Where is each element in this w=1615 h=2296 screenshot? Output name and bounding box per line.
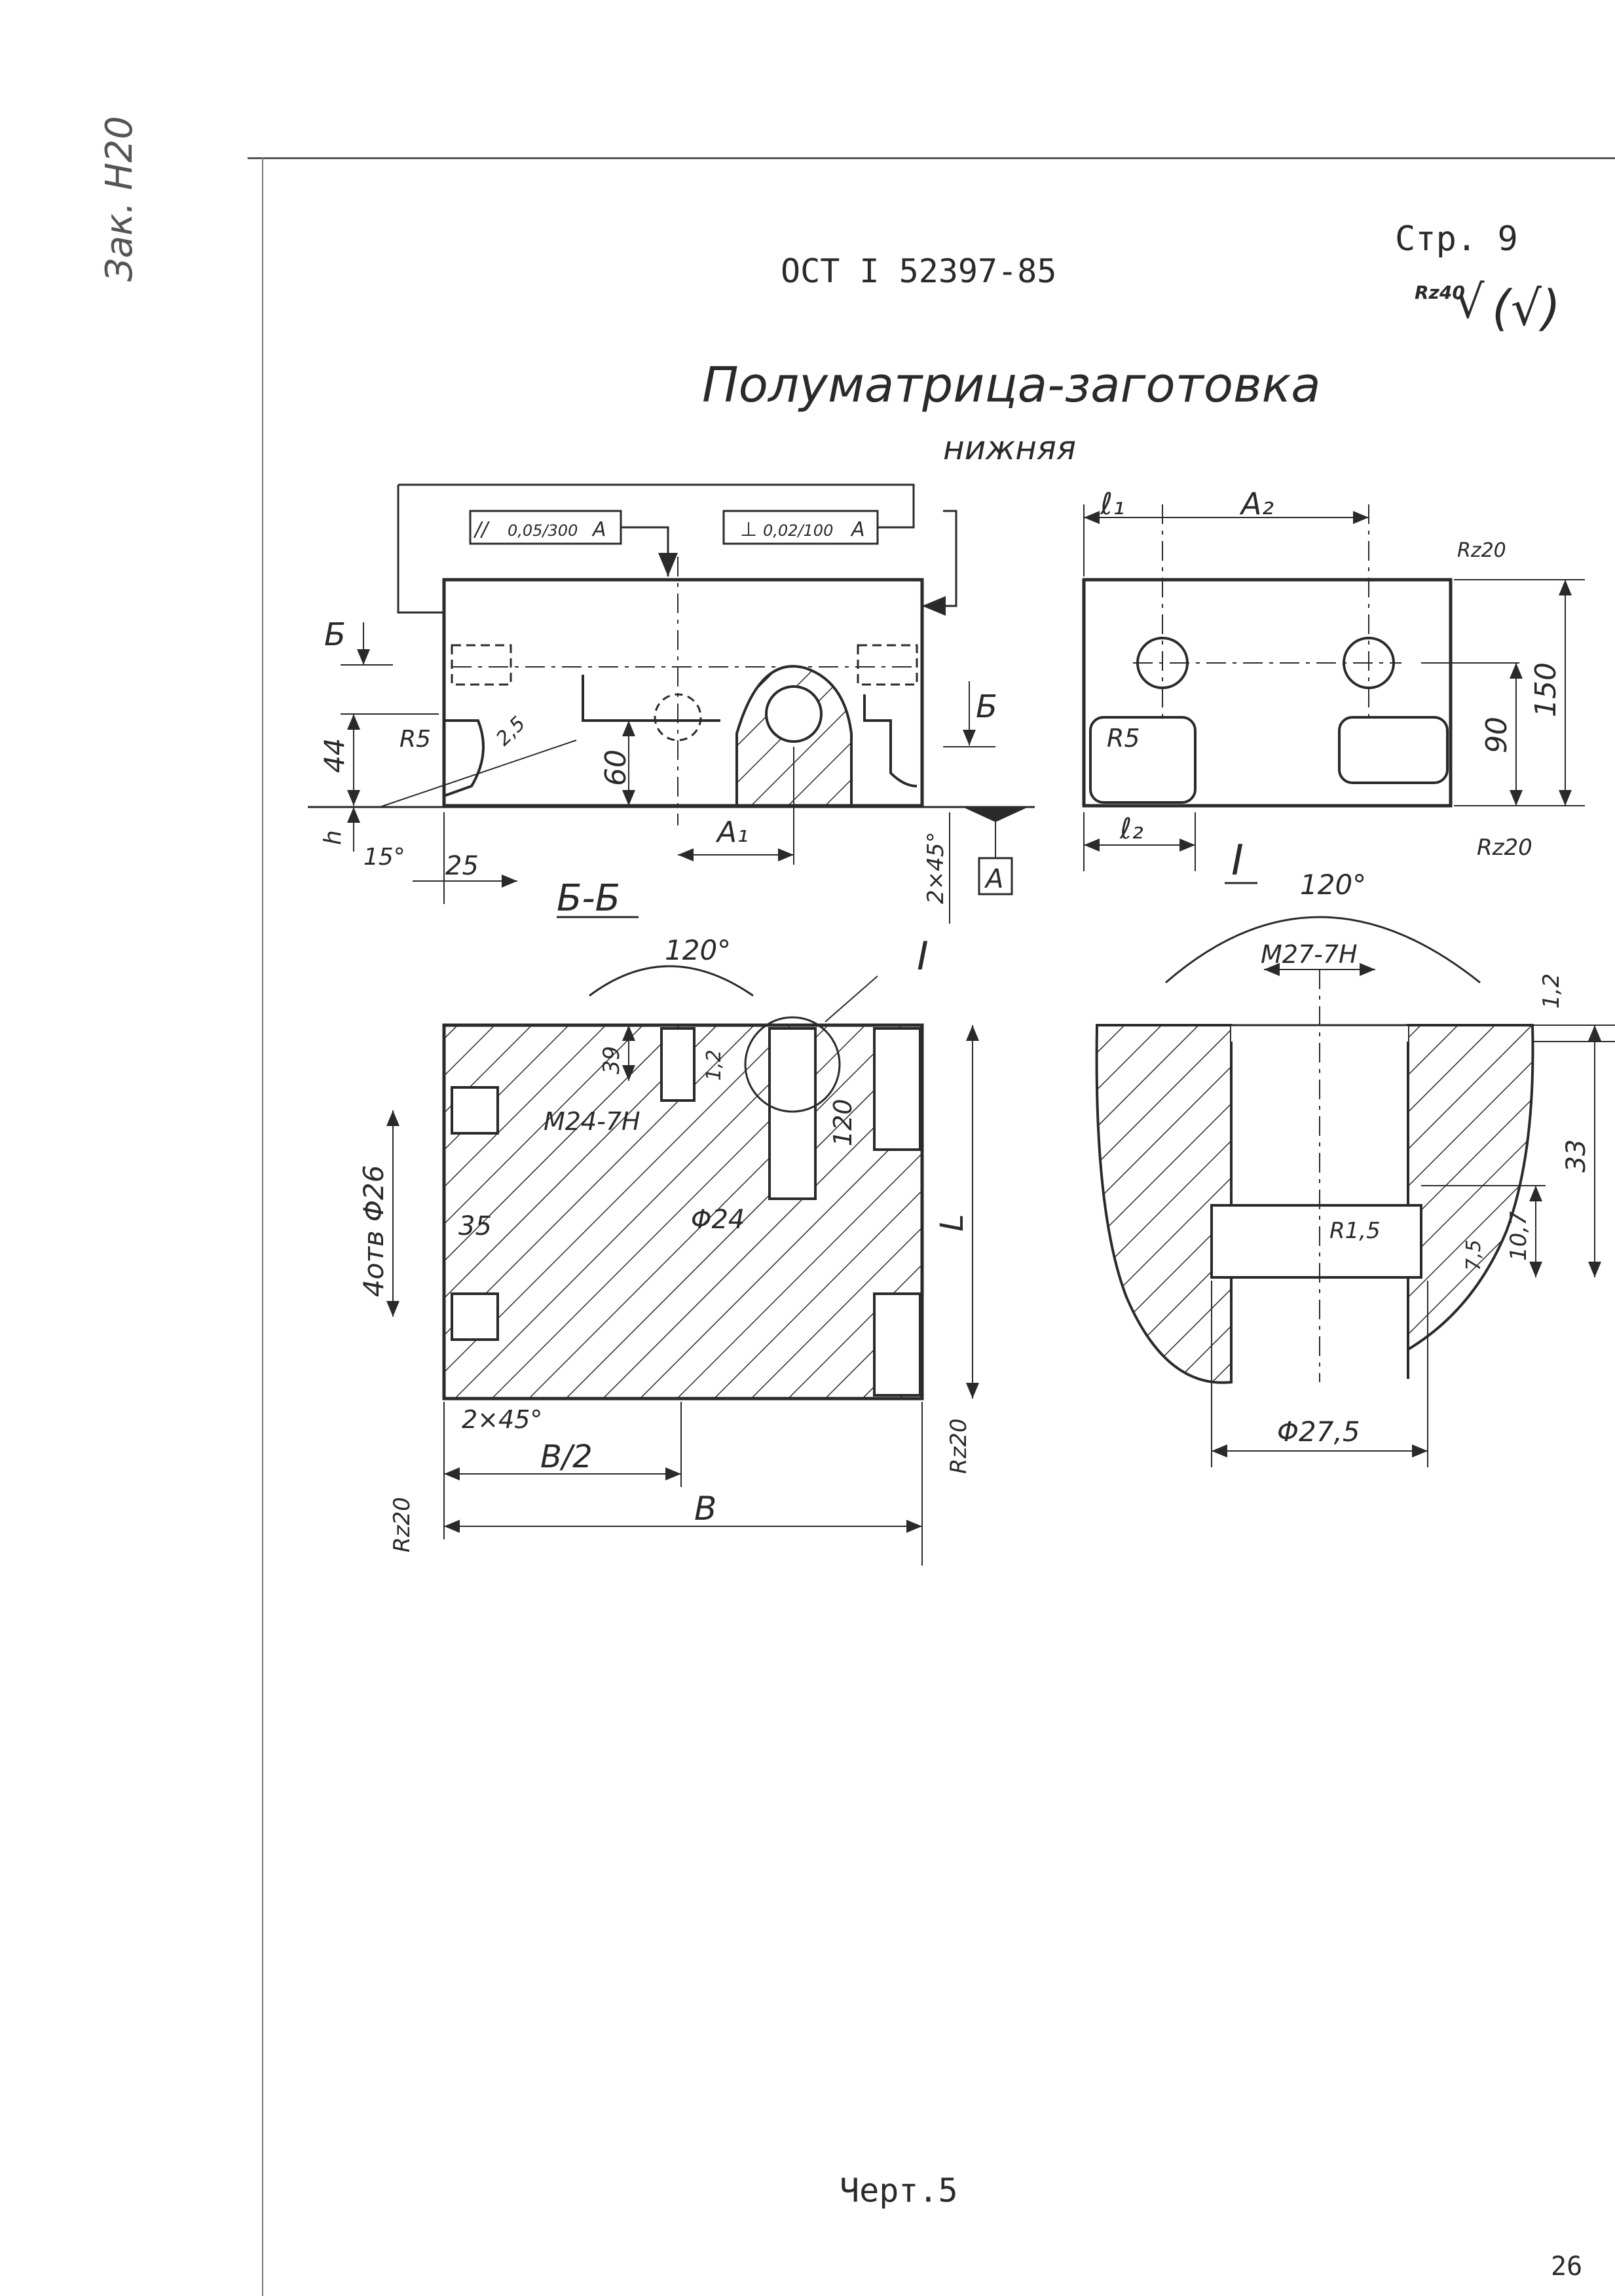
page-label: Стр. 9 (1395, 219, 1518, 259)
dim-phi27-5: Φ27,5 (1277, 1416, 1360, 1448)
frame-top-line (248, 157, 1615, 159)
rz20-right: Rz20 (946, 1418, 972, 1474)
tolerance-perp-symbol: ⊥ (740, 518, 757, 541)
page-number: 26 (1551, 2251, 1583, 2282)
tolerance-parallel-value: 0,05/300 (508, 521, 578, 540)
drawing-subtitle: нижняя (943, 429, 1077, 467)
chamfer-bb: 2×45° (462, 1405, 542, 1434)
drawing-title: Полуматрица-заготовка (702, 357, 1321, 413)
dim-r1-5: R1,5 (1329, 1218, 1381, 1244)
dim-150: 150 (1529, 662, 1563, 717)
dim-b: B (694, 1490, 716, 1528)
frame-left-line (262, 157, 263, 2296)
dim-25: 25 (445, 851, 479, 881)
detail-mark-section: I (917, 933, 929, 979)
rz20-top: Rz20 (1457, 539, 1506, 562)
tolerance-perp-value: 0,02/100 (763, 521, 833, 540)
section-angle: 120° (665, 934, 731, 966)
tolerance-perp-datum: A (850, 518, 865, 541)
detail-i-label: I (1231, 837, 1244, 885)
dim-phi24: Φ24 (691, 1205, 745, 1235)
dim-h: h (320, 830, 346, 845)
section-bb-label: Б-Б (557, 877, 620, 920)
rz20-bottom: Rz20 (1477, 835, 1532, 861)
dim-r5-side: R5 (1107, 724, 1140, 753)
dim-44: 44 (318, 738, 350, 773)
holes-4-phi26: 4отв Φ26 (358, 1165, 390, 1298)
standard-number: ОСТ I 52397-85 (781, 252, 1057, 290)
section-bb: Б-Б 120° I 39 1,2 M24-7H 120 4отв Φ26 35… (358, 877, 979, 1566)
detail-i: I 120° M27-7H 1,2 33 R1,5 7,5 10,7 Φ27,5 (1095, 837, 1615, 1467)
datum-a: A (984, 864, 1003, 894)
dim-15deg: 15° (363, 844, 405, 871)
dim-33: 33 (1561, 1139, 1591, 1173)
dim-1-2-detail: 1,2 (1538, 973, 1565, 1009)
dim-chamfer: 2×45° (923, 832, 949, 904)
rz20-left: Rz20 (389, 1497, 415, 1553)
roughness-check-icon: √ (1455, 275, 1485, 329)
thread-m27: M27-7H (1261, 940, 1358, 969)
dim-60: 60 (599, 749, 633, 786)
dim-a2: A₂ (1239, 486, 1274, 521)
section-mark-left: Б (324, 616, 346, 653)
drawing-caption: Черт.5 (840, 2172, 958, 2210)
dim-r5: R5 (399, 726, 431, 753)
dim-39: 39 (599, 1046, 625, 1074)
side-view: ℓ₁ A₂ Rz20 R5 90 150 ℓ₂ Rz20 (1082, 486, 1585, 871)
dim-b-half: B/2 (540, 1439, 593, 1475)
section-mark-right: Б (976, 688, 997, 725)
dim-1-2: 1,2 (703, 1049, 726, 1081)
dim-120: 120 (828, 1099, 857, 1146)
roughness-rest: (√) (1492, 280, 1561, 337)
dim-a1: A₁ (715, 816, 749, 849)
dim-l1: ℓ₁ (1100, 486, 1124, 521)
dim-7-5: 7,5 (1462, 1239, 1485, 1271)
dim-l: L (934, 1214, 971, 1232)
detail-angle: 120° (1300, 869, 1366, 901)
dim-2-5: 2,5 (492, 712, 530, 750)
dim-10-7: 10,7 (1506, 1211, 1532, 1261)
thread-m24: M24-7H (544, 1107, 640, 1136)
dim-l2: ℓ₂ (1119, 812, 1143, 846)
front-view: // 0,05/300 A ⊥ 0,02/100 A Б Б 44 R5 2,5 (308, 483, 1035, 924)
dim-35: 35 (458, 1211, 492, 1241)
tolerance-parallel-datum: A (591, 518, 606, 541)
tolerance-parallel-symbol: // (473, 518, 490, 541)
roughness-general: Rz40 (1415, 282, 1465, 303)
dim-90: 90 (1480, 717, 1513, 753)
